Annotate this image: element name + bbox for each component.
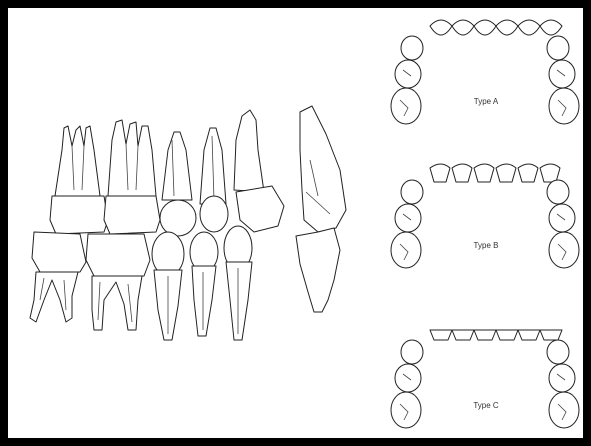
canine: [401, 36, 423, 60]
lower-central-incisor: [224, 226, 252, 340]
lower-canine: [152, 232, 184, 340]
incisor: [474, 164, 494, 182]
arch-label: Type B: [474, 241, 499, 250]
incisor: [474, 20, 496, 35]
incisor: [452, 164, 472, 182]
incisor: [518, 20, 540, 35]
incisor: [452, 20, 474, 35]
upper-canine: [160, 132, 196, 236]
lower-molar-1: [30, 232, 86, 322]
canine: [547, 36, 569, 60]
incisor: [430, 164, 450, 182]
incisor: [430, 330, 452, 340]
incisor: [540, 164, 560, 182]
incisor: [518, 164, 538, 182]
dental-diagram: Type A Type B Type C: [8, 8, 583, 438]
upper-molar-1: [50, 126, 108, 234]
lateral-occlusion-view: [30, 106, 346, 340]
arch-2: Type B: [391, 164, 579, 268]
upper-lateral-incisor: [200, 128, 228, 232]
incisor: [452, 330, 474, 340]
incisor: [540, 330, 562, 340]
incisor-profile: [296, 106, 346, 312]
lower-lateral-incisor: [190, 232, 218, 336]
upper-central-incisor: [234, 110, 284, 232]
canine: [547, 340, 569, 364]
arch-label: Type A: [474, 97, 499, 106]
lower-molar-2: [86, 234, 150, 330]
incisor: [430, 20, 452, 35]
canine: [401, 180, 423, 204]
arch-3: Type C: [391, 330, 579, 428]
arch-1: Type A: [391, 20, 579, 124]
incisor: [496, 330, 518, 340]
arch-diagrams: Type A Type B Type C: [391, 20, 579, 428]
upper-molar-2: [104, 120, 160, 234]
incisor: [518, 330, 540, 340]
arch-label: Type C: [473, 401, 499, 410]
incisor: [540, 20, 562, 35]
canine: [401, 340, 423, 364]
incisor: [496, 20, 518, 35]
canine: [547, 180, 569, 204]
incisor: [496, 164, 516, 182]
incisor: [474, 330, 496, 340]
